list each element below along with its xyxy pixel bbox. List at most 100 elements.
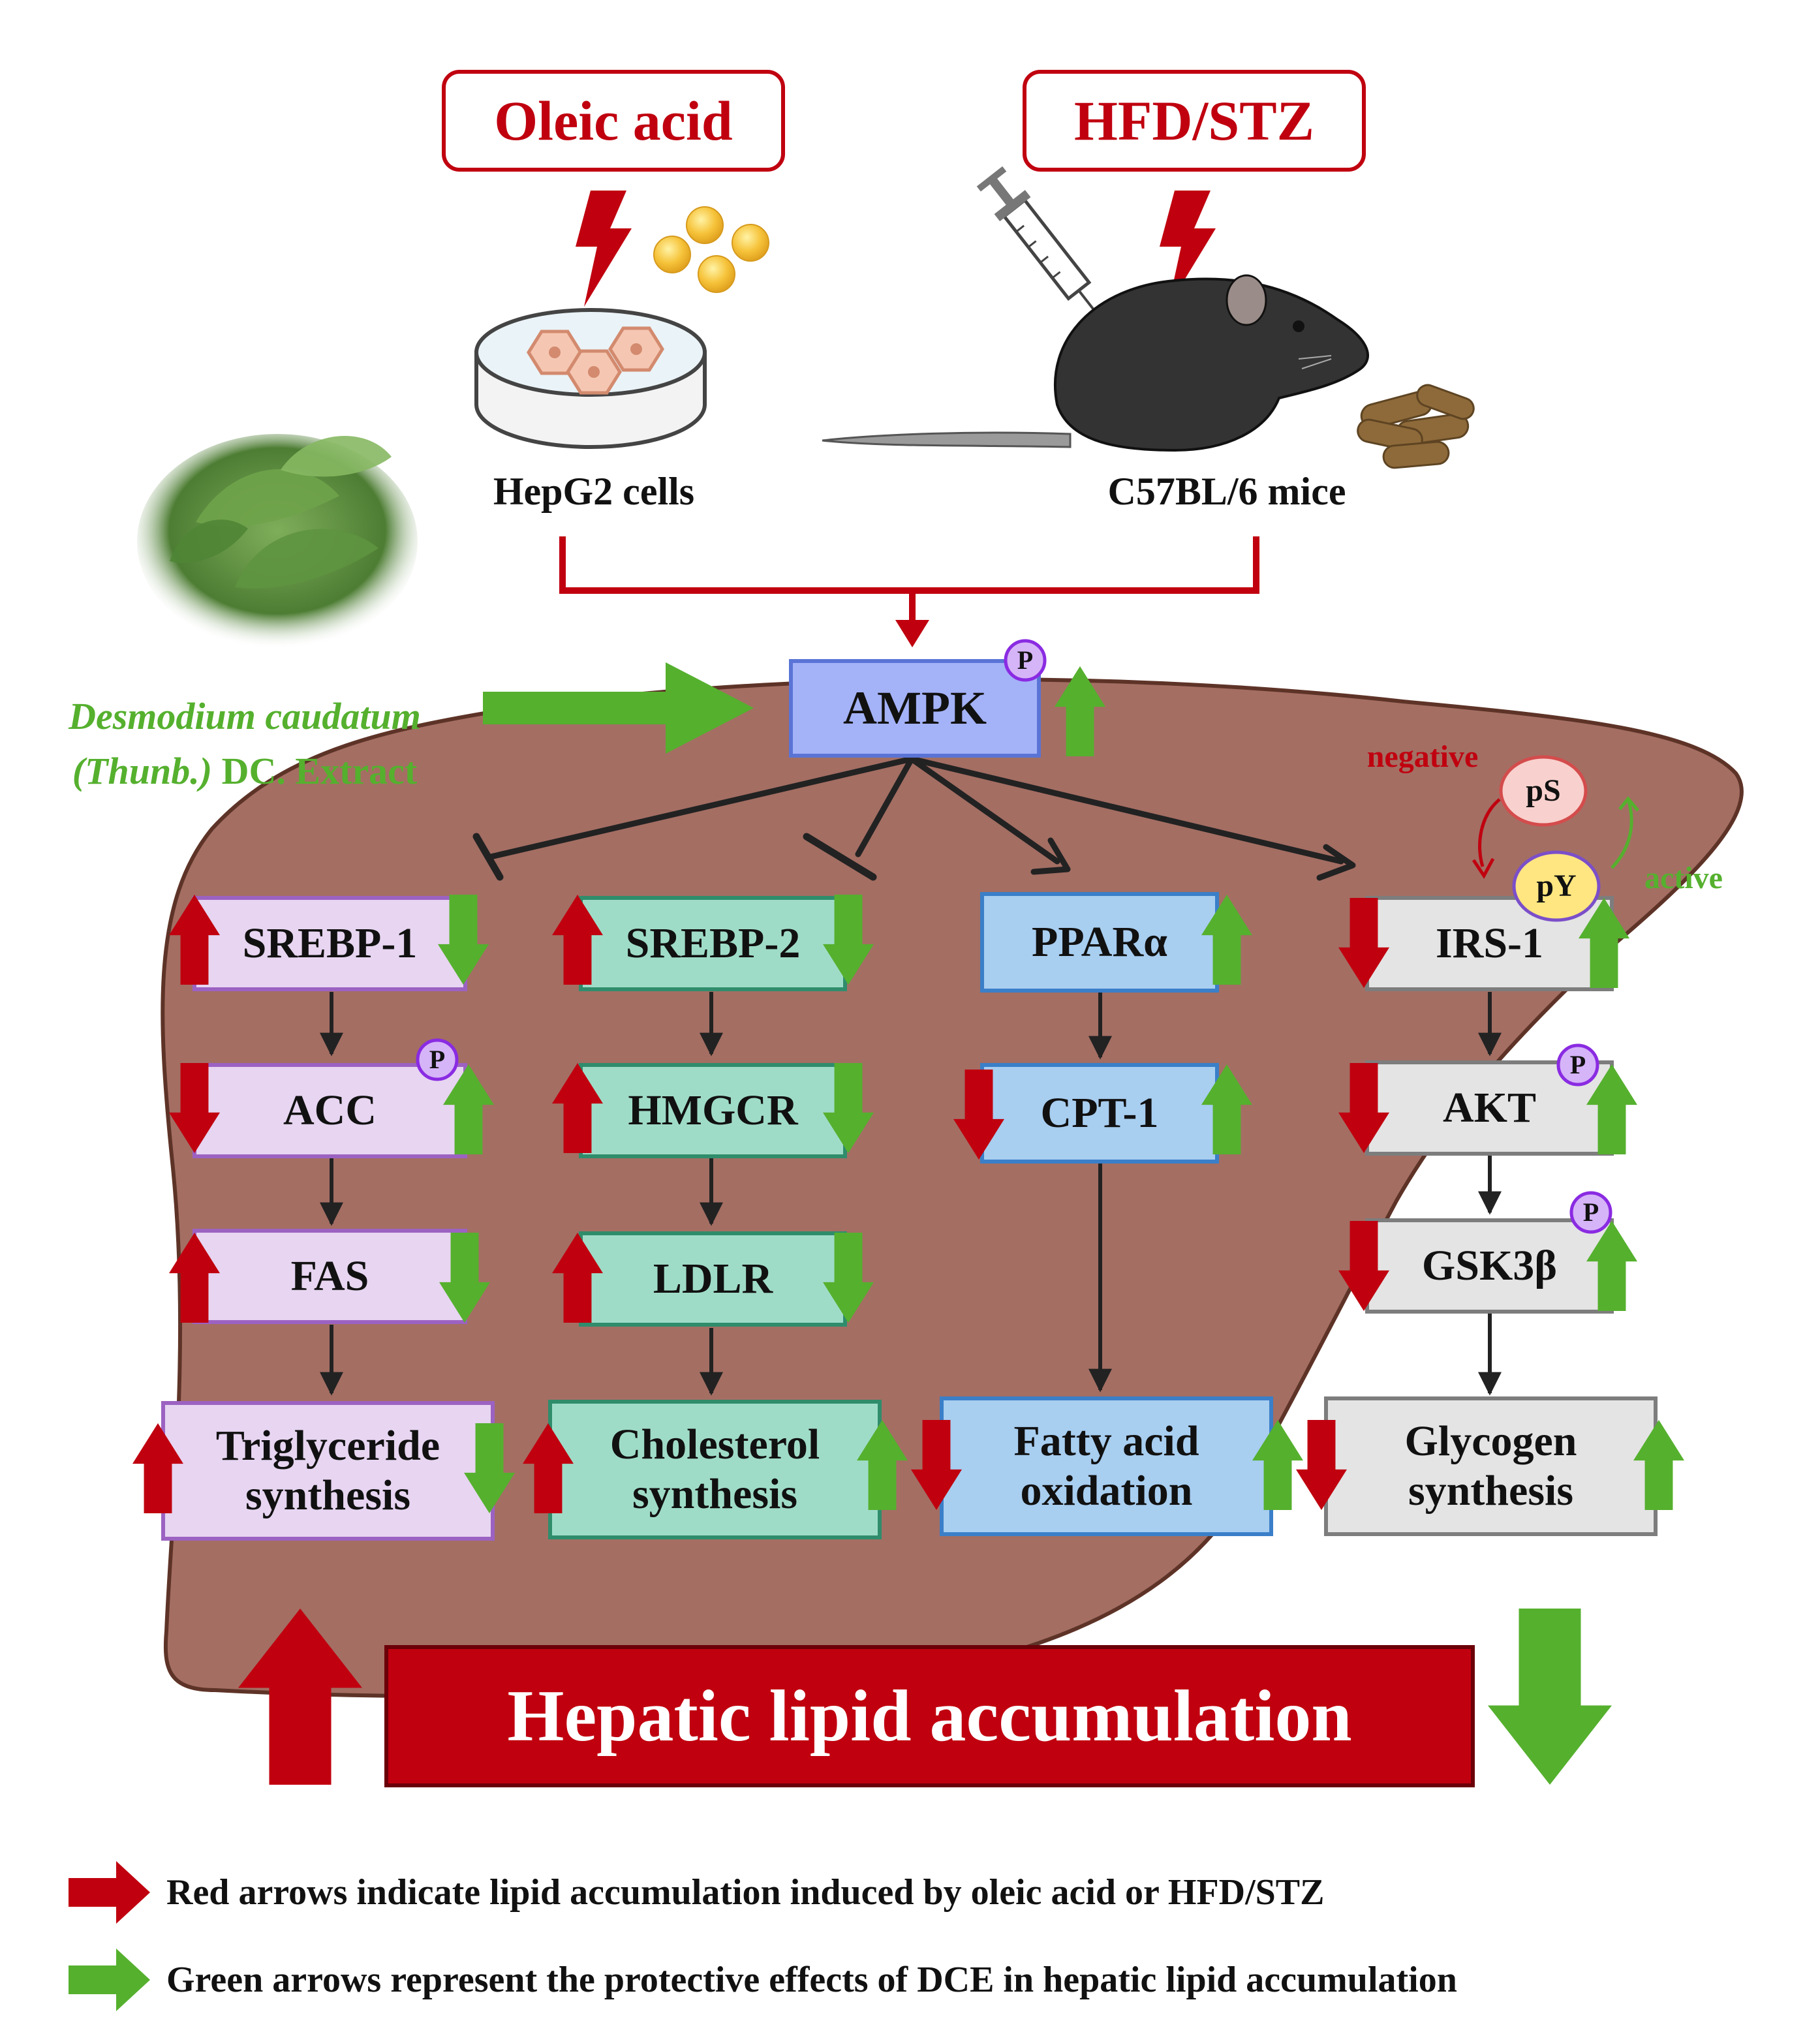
ampk-connectors	[472, 756, 1356, 881]
srebp2-label: SREBP-2	[625, 919, 801, 968]
extract-line1: Desmodium caudatum	[69, 694, 421, 737]
akt-green-up-arrow	[1586, 1064, 1637, 1154]
ppara-box	[980, 892, 1219, 993]
phospho-p-ampk: P	[1017, 645, 1034, 675]
srebp1-red-up-arrow	[169, 895, 220, 985]
food-pellets-icon	[1357, 384, 1475, 469]
triglyceride-synthesis-box	[161, 1401, 495, 1541]
phospho-badge-akt	[1556, 1043, 1599, 1087]
acc-green-up-arrow	[443, 1064, 494, 1154]
acc-box	[193, 1063, 467, 1158]
syringe-icon	[976, 166, 1104, 322]
outcome-banner	[384, 1645, 1475, 1787]
outcome-red-up-arrow	[238, 1609, 362, 1785]
triglyceride-red-up-arrow	[132, 1423, 183, 1513]
ampk-label: AMPK	[843, 682, 987, 735]
phospho-badge-gsk3b	[1569, 1191, 1612, 1234]
glycogen-red-down-arrow	[1296, 1420, 1347, 1510]
gsk3b-label: GSK3β	[1421, 1242, 1558, 1290]
cholesterol-green-up-arrow	[857, 1420, 908, 1510]
glycogen-green-up-arrow	[1633, 1420, 1684, 1510]
hmgcr-green-down-arrow	[823, 1063, 874, 1153]
mouse-icon	[822, 274, 1369, 452]
srebp2-red-up-arrow	[552, 895, 603, 985]
ampk-box	[789, 659, 1041, 758]
srebp2-green-down-arrow	[823, 895, 874, 985]
ppara-label: PPARα	[1032, 918, 1167, 966]
cholesterol-synthesis-label: Cholesterol synthesis	[609, 1421, 820, 1518]
regulation-arrows	[132, 666, 1684, 1785]
phospho-badge-ampk	[1004, 639, 1047, 682]
plant-photo	[137, 434, 418, 649]
hmgcr-box	[579, 1063, 847, 1158]
srebp1-green-down-arrow	[438, 895, 489, 985]
negative-label: negative	[1366, 739, 1479, 775]
fatty-acid-oxidation-label: Fatty acid oxidation	[1013, 1417, 1199, 1515]
cpt1-green-up-arrow	[1201, 1064, 1252, 1154]
lightning-bolt-icon	[1160, 191, 1216, 307]
negative-regulation-arrow	[1478, 798, 1501, 867]
py-label: pY	[1536, 869, 1577, 904]
lightning-bolt-icon	[576, 191, 632, 307]
ldlr-red-up-arrow	[552, 1233, 603, 1323]
fatty-acid-green-up-arrow	[1252, 1420, 1303, 1510]
cholesterol-red-up-arrow	[523, 1423, 574, 1513]
petri-dish-icon	[474, 308, 707, 449]
lipid-droplets-icon	[653, 206, 769, 293]
ppara-green-up-arrow	[1201, 895, 1252, 985]
extract-line2: (Thunb.) DC. Extract	[72, 750, 418, 792]
hmgcr-label: HMGCR	[628, 1087, 798, 1135]
triglyceride-green-down-arrow	[464, 1423, 515, 1513]
legend-red-text: Red arrows indicate lipid accumulation i…	[166, 1872, 1325, 1913]
akt-label: AKT	[1442, 1084, 1537, 1132]
srebp1-label: SREBP-1	[242, 919, 418, 968]
hepg2-label: HepG2 cells	[493, 469, 695, 513]
phospho-p-akt: P	[1569, 1050, 1586, 1079]
glycogen-synthesis-label: Glycogen synthesis	[1404, 1417, 1577, 1515]
ldlr-label: LDLR	[653, 1255, 773, 1303]
mice-label: C57BL/6 mice	[1107, 469, 1346, 513]
triglyceride-synthesis-label: Triglyceride synthesis	[215, 1422, 440, 1519]
hfd-stz-box	[1023, 70, 1366, 172]
outcome-green-down-arrow	[1488, 1609, 1612, 1785]
inducer-bracket	[559, 536, 1259, 594]
irs1-label: IRS-1	[1435, 919, 1544, 968]
extract-label: Desmodium caudatum (Thunb.) DC. Extract	[16, 685, 473, 803]
fas-label: FAS	[290, 1252, 369, 1301]
srebp1-box	[193, 896, 467, 991]
phospho-p-gsk3b: P	[1582, 1197, 1599, 1227]
cpt1-label: CPT-1	[1040, 1089, 1159, 1137]
gsk3b-red-down-arrow	[1338, 1221, 1389, 1311]
fas-box	[193, 1229, 467, 1324]
cpt1-red-down-arrow	[953, 1070, 1004, 1160]
gsk3b-box	[1365, 1218, 1614, 1314]
liver-silhouette	[161, 677, 1744, 1699]
active-label: active	[1644, 861, 1723, 896]
ps-badge	[1499, 755, 1588, 827]
irs1-green-up-arrow	[1579, 898, 1629, 988]
legend-green-arrow	[69, 1949, 150, 2011]
fatty-acid-oxidation-box	[940, 1396, 1273, 1536]
hmgcr-red-up-arrow	[552, 1063, 603, 1153]
fatty-acid-red-down-arrow	[911, 1420, 962, 1510]
active-regulation-arrow	[1611, 801, 1633, 869]
irs1-red-down-arrow	[1338, 898, 1389, 988]
legend-red-arrow	[69, 1861, 150, 1924]
acc-red-down-arrow	[169, 1063, 220, 1153]
pathway-arrows	[320, 992, 1502, 1396]
extract-arrow	[483, 662, 754, 754]
akt-red-down-arrow	[1338, 1063, 1389, 1153]
phospho-badge-acc	[416, 1038, 459, 1081]
hfd-stz-label: HFD/STZ	[1074, 89, 1314, 152]
ps-label: pS	[1526, 773, 1561, 809]
phospho-p-acc: P	[429, 1045, 446, 1074]
py-badge	[1512, 850, 1601, 922]
ldlr-green-down-arrow	[823, 1233, 874, 1323]
ampk-up-arrow	[1055, 666, 1105, 756]
fas-green-down-arrow	[439, 1233, 490, 1323]
acc-label: ACC	[283, 1087, 377, 1135]
legend-green-text: Green arrows represent the protective ef…	[166, 1959, 1457, 2000]
oleic-acid-box	[442, 70, 785, 172]
